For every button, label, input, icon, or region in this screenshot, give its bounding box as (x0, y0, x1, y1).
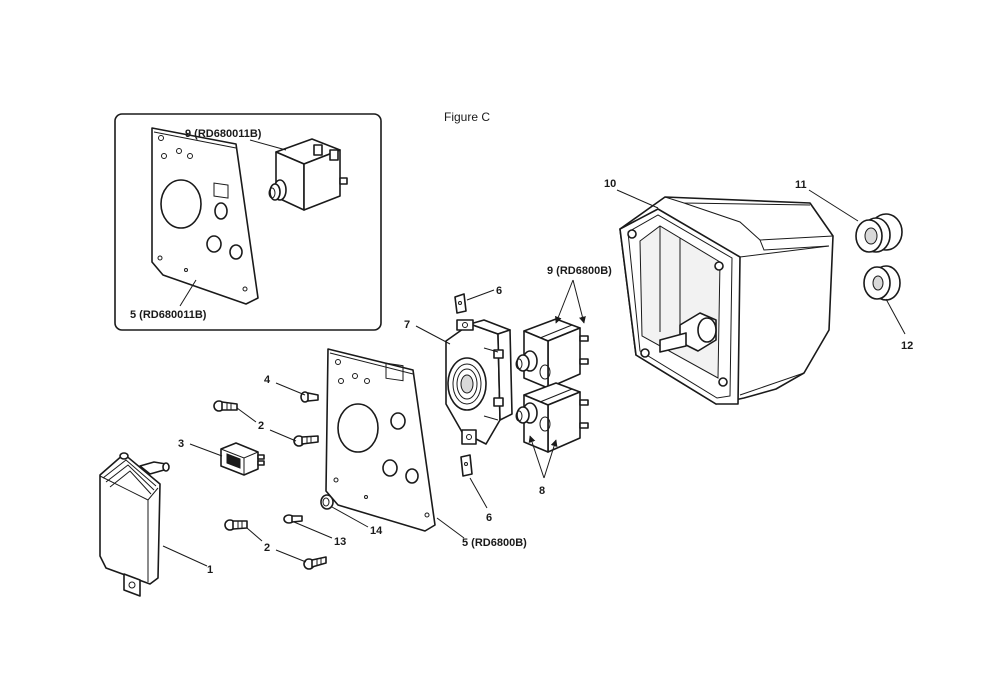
leader-2a-right (269, 429, 297, 442)
leader-12 (885, 298, 906, 335)
leader-1 (162, 545, 208, 567)
leader-8-b (543, 439, 558, 479)
leader-13 (293, 521, 333, 539)
leader-4 (275, 382, 306, 396)
label-12: 12 (901, 340, 913, 352)
screw-4 (300, 391, 319, 403)
part-6-tab-lower (460, 454, 473, 477)
part-12-grommet (863, 265, 901, 301)
label-10: 10 (604, 178, 616, 190)
label-inset-switch: 9 (RD680011B) (185, 128, 262, 140)
leader-2a-left (236, 407, 257, 423)
part-7-receptacle (445, 319, 513, 445)
leader-7 (415, 325, 451, 345)
label-3: 3 (178, 438, 184, 450)
part-10-housing (619, 196, 834, 405)
leader-10 (616, 189, 659, 209)
label-6b: 6 (486, 512, 492, 524)
part-3-rocker-switch (220, 442, 265, 476)
label-8: 8 (539, 485, 545, 497)
label-11: 11 (795, 179, 807, 191)
part-9-switch-lower (515, 382, 589, 453)
leader-inset-plate (179, 279, 197, 307)
label-1: 1 (207, 564, 213, 576)
screw-13 (283, 514, 303, 524)
inset-switch-body (268, 138, 348, 211)
leader-6a (466, 289, 495, 301)
label-2a: 2 (258, 420, 264, 432)
screw-2-lower-left (224, 519, 248, 531)
leader-inset-switch (249, 139, 287, 151)
label-14: 14 (370, 525, 383, 537)
inset-mounting-plate (151, 127, 259, 305)
figure-title: Figure C (444, 110, 490, 124)
label-13: 13 (334, 536, 346, 548)
label-5: 5 (RD6800B) (462, 537, 527, 549)
leader-2b-left (246, 527, 263, 542)
label-6a: 6 (496, 285, 502, 297)
leader-9-b (572, 279, 586, 324)
screw-2-mid (293, 435, 319, 447)
screw-2-lower-right (303, 556, 327, 570)
leader-6b (469, 477, 488, 509)
leader-8-a (528, 435, 545, 479)
label-7: 7 (404, 319, 410, 331)
leader-11 (808, 189, 859, 222)
leader-9-a (555, 279, 574, 324)
inset-box: 9 (RD680011B) 5 (RD680011B) (114, 113, 382, 331)
part-11-grommet (855, 213, 903, 253)
label-2b: 2 (264, 542, 270, 554)
leader-5 (436, 517, 465, 539)
leader-14 (331, 506, 369, 528)
part-5-mounting-plate (325, 348, 436, 532)
label-inset-plate: 5 (RD680011B) (130, 309, 207, 321)
leader-3 (189, 443, 223, 457)
part-9-switch-upper (515, 318, 589, 389)
leader-2b-right (275, 549, 307, 563)
label-4: 4 (264, 374, 271, 386)
nut-14 (320, 494, 334, 510)
part-6-tab-upper (454, 293, 467, 314)
screw-2-upper (213, 400, 238, 412)
label-9: 9 (RD6800B) (547, 265, 612, 277)
part-1-cover (99, 452, 170, 597)
